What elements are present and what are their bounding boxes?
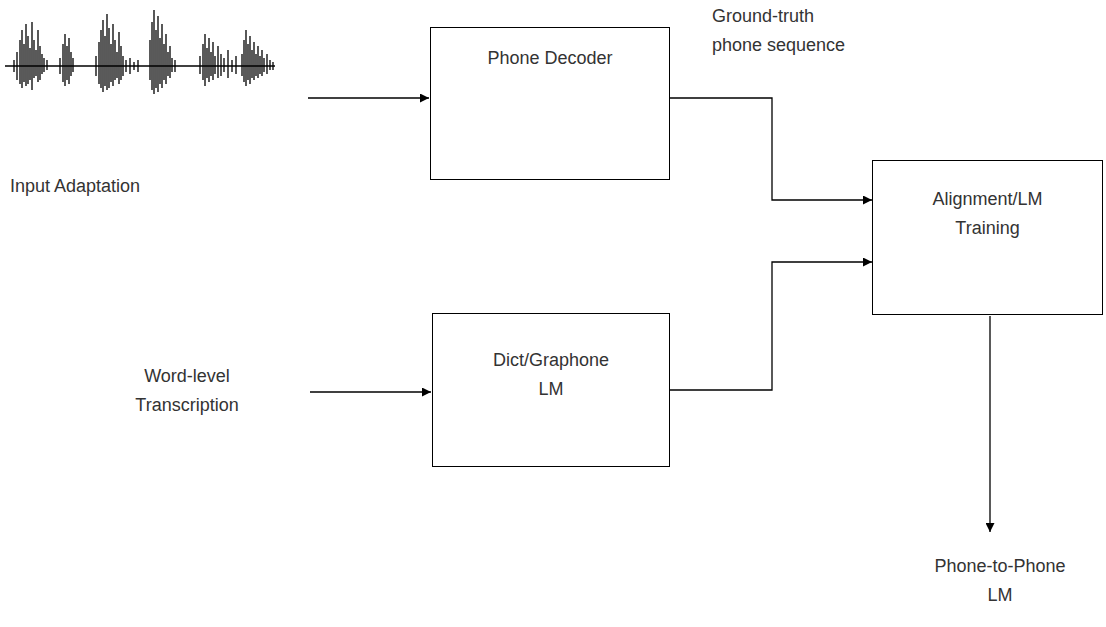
edge-label: Ground-truth phone sequence xyxy=(712,2,852,60)
input-label: Word-level Transcription xyxy=(107,362,267,420)
output-label: Phone-to-Phone LM xyxy=(920,552,1080,610)
input-label: Input Adaptation xyxy=(10,172,230,201)
speech-waveform xyxy=(5,10,275,94)
output-arrow xyxy=(989,316,990,532)
input-arrow xyxy=(308,97,429,98)
connector-arrow xyxy=(670,98,872,200)
box-label: Phone Decoder xyxy=(450,44,650,73)
box-label: Alignment/LM Training xyxy=(923,185,1053,243)
process-box: Alignment/LM Training xyxy=(872,160,1103,315)
transcription-arrow xyxy=(310,391,431,392)
process-box: Phone Decoder xyxy=(430,27,670,180)
box-label: Dict/Graphone LM xyxy=(486,346,616,404)
connector-arrow xyxy=(670,262,872,390)
process-box: Dict/Graphone LM xyxy=(432,313,670,467)
